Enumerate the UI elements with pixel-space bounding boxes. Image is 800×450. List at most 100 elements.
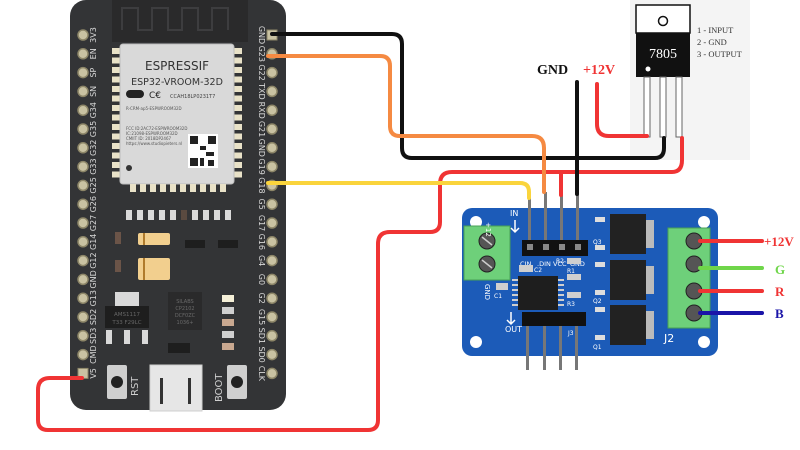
pin-label: G32	[89, 140, 98, 156]
esp32-pin-sd0[interactable]	[266, 348, 278, 361]
antenna-trace	[121, 7, 229, 31]
module-brand: ESPRESSIF	[145, 59, 209, 73]
mosfet-q2	[595, 260, 654, 300]
pin-label: V5	[89, 368, 98, 379]
regulator-text-2: T33 F29LC	[111, 320, 141, 326]
regulator-7805: 7805 1 - INPUT 2 - GND 3 - OUTPUT	[630, 0, 750, 160]
esp32-pin-g5[interactable]	[266, 198, 278, 210]
module-pads-bottom	[126, 184, 231, 220]
pin-label: G17	[257, 215, 266, 231]
esp32-pin-g25[interactable]	[77, 179, 89, 192]
esp32-pin-g13[interactable]	[77, 292, 89, 304]
esp32-pin-rxd[interactable]	[266, 104, 278, 116]
rst-button[interactable]	[107, 365, 127, 399]
capacitor-c1	[496, 283, 508, 290]
esp32-pin-g19[interactable]	[266, 160, 278, 173]
fcc-line-2: IC:21098-ESPWROOM32D	[126, 131, 178, 136]
pin-label: G26	[89, 196, 98, 212]
esp32-pin-g35[interactable]	[77, 123, 89, 135]
mount-hole	[470, 336, 482, 348]
label-j2: J2	[663, 332, 674, 345]
esp32-pin-gnd[interactable]	[77, 273, 89, 286]
wire-12v-to-regulator-input[interactable]	[595, 82, 649, 138]
esp32-pin-sd1[interactable]	[266, 330, 278, 342]
output-label: OUT	[505, 325, 522, 334]
gnd-input-label: GND	[537, 63, 568, 78]
label-q2: Q2	[593, 298, 602, 305]
header-pins-right: GNDG23G22TXDRXDG21GNDG19G18G5G17G16G4G0G…	[257, 26, 278, 382]
esp32-pin-g21[interactable]	[266, 123, 278, 135]
esp32-pin-sp[interactable]	[77, 66, 89, 79]
fcc-line-1: FCC ID:2AC72-ESPWROOM32D	[126, 126, 187, 131]
regulator-text-1: AMS1117	[114, 312, 140, 318]
wire-5v-to-esp32-v5[interactable]	[36, 136, 684, 432]
esp32-pin-3v3[interactable]	[77, 29, 89, 41]
label-q3: Q3	[593, 239, 602, 246]
esp32-pin-g17[interactable]	[266, 217, 278, 229]
esp32-pin-g34[interactable]	[77, 104, 89, 116]
micro-usb-port[interactable]	[149, 364, 203, 412]
arrow-down-icon	[510, 220, 520, 234]
pin-label: G2	[257, 293, 266, 304]
regulator-legs	[643, 76, 683, 138]
mount-hole	[470, 216, 482, 228]
esp32-pin-sd3[interactable]	[77, 330, 89, 342]
mount-hole	[698, 336, 710, 348]
esp32-pin-g4[interactable]	[266, 254, 278, 267]
fcc-line-3: CMIIT ID: 2018DP2467	[126, 136, 172, 141]
wifi-logo: C€ CCAH18LP0231T7	[126, 90, 215, 101]
wire-g18-to-cin[interactable]	[266, 181, 531, 200]
pin-label: G0	[257, 274, 266, 285]
wires	[36, 32, 764, 432]
pin-label: G13	[89, 290, 98, 306]
usb-chip-text-4: 1036+	[177, 320, 194, 326]
resistor-r2	[567, 258, 581, 264]
esp32-pin-sd2[interactable]	[77, 311, 89, 323]
transistor	[185, 240, 205, 248]
terminal-label-gnd: GND	[483, 284, 491, 300]
capacitor-c2	[519, 265, 533, 272]
pin-label: CLK	[257, 366, 266, 382]
esp32-pin-txd[interactable]	[266, 85, 278, 98]
esp32-pin-g26[interactable]	[77, 198, 89, 210]
pin-label: G25	[89, 177, 98, 193]
mount-hole	[698, 216, 710, 228]
esp32-pin-g0[interactable]	[266, 273, 278, 286]
led-label-r: R	[775, 284, 785, 299]
esp32-pin-g14[interactable]	[77, 236, 89, 248]
wire-gnd-esp32-to-regulator[interactable]	[270, 32, 666, 160]
esp32-pin-g22[interactable]	[266, 66, 278, 79]
pin-label: GND	[257, 139, 266, 157]
mounting-hole-icon	[657, 15, 669, 27]
esp32-pin-en[interactable]	[77, 48, 89, 60]
esp32-pin-g2[interactable]	[266, 292, 278, 304]
pin-label: G23	[257, 46, 266, 62]
esp32-pin-g16[interactable]	[266, 236, 278, 248]
esp32-pin-g33[interactable]	[77, 160, 89, 173]
pin-label: SP	[89, 67, 98, 77]
wifi-icon	[126, 90, 144, 98]
esp32-pin-g27[interactable]	[77, 217, 89, 229]
pin-label: G34	[89, 102, 98, 118]
esp32-pin-g12[interactable]	[77, 254, 89, 267]
esp32-pin-clk[interactable]	[266, 367, 278, 380]
esp32-pin-cmd[interactable]	[77, 348, 89, 361]
pin-label-din: .DIN	[537, 260, 551, 268]
regulator-tab	[115, 292, 139, 306]
label-q1: Q1	[593, 344, 602, 351]
pin-label: G27	[89, 215, 98, 231]
pin-label: G19	[257, 158, 266, 174]
esp32-pin-sn[interactable]	[77, 85, 89, 98]
esp32-pin-g15[interactable]	[266, 311, 278, 323]
capacitor	[138, 233, 170, 245]
mosfet-q1	[595, 305, 654, 345]
led-label-b: B	[775, 306, 784, 321]
esp32-pin-gnd[interactable]	[266, 142, 278, 154]
esp32-pin-g32[interactable]	[77, 142, 89, 154]
usb-chip-text-1: SILABS	[176, 299, 194, 305]
pin-label: EN	[89, 48, 98, 59]
wire-g23-to-din[interactable]	[266, 54, 546, 194]
esp32-board: ESPRESSIF ESP32-VROOM-32D C€ CCAH18LP023…	[70, 0, 286, 412]
boot-button[interactable]	[227, 365, 247, 399]
